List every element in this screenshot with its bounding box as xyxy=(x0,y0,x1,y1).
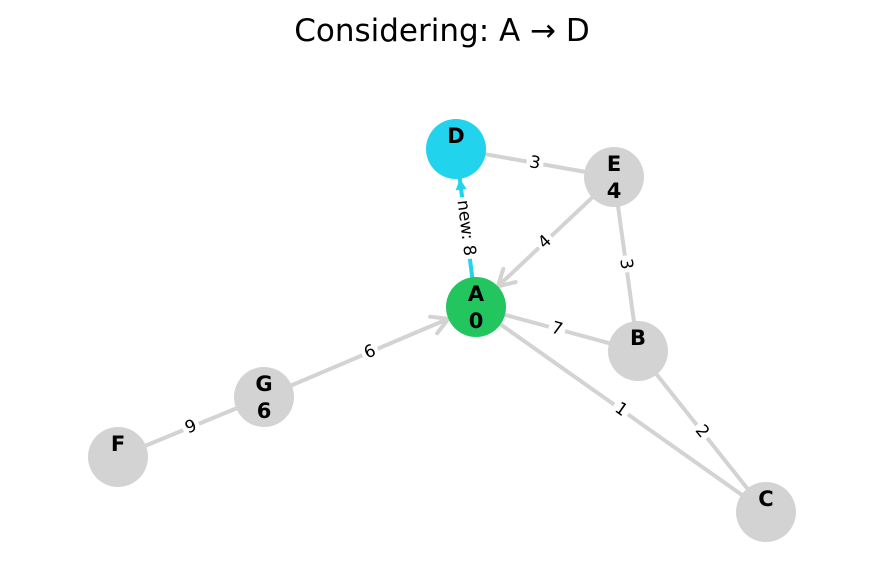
edge-label-e-d: 3 xyxy=(524,150,546,176)
edge-weight-e-b: 3 xyxy=(615,257,636,270)
edge-label-b-c: 2 xyxy=(688,418,716,445)
node-name: D xyxy=(447,124,464,148)
node-circle xyxy=(608,321,668,381)
node-b: B xyxy=(608,321,668,381)
node-distance: 0 xyxy=(469,309,484,333)
edge-label-e-a: 4 xyxy=(531,228,559,256)
edge-label-a-d: new: 8 xyxy=(451,195,481,261)
edge-label-background xyxy=(613,254,639,274)
edge-label-g-a: 6 xyxy=(357,338,383,366)
edge-label-background xyxy=(545,316,569,342)
node-d: D xyxy=(426,119,486,179)
edge-label-a-b: 7 xyxy=(545,316,569,342)
node-name: F xyxy=(111,432,125,456)
node-distance: 6 xyxy=(257,399,272,423)
node-g: G6 xyxy=(234,367,294,427)
node-name: A xyxy=(468,282,485,306)
node-e: E4 xyxy=(584,147,644,207)
edge-arrowhead-a-d xyxy=(455,178,467,191)
node-f: F xyxy=(88,427,148,487)
edge-label-background xyxy=(531,228,559,256)
node-name: C xyxy=(758,487,773,511)
node-name: B xyxy=(630,326,646,350)
edge-label-background xyxy=(524,150,546,176)
edge-label-background xyxy=(451,195,481,261)
node-a: A0 xyxy=(446,277,506,337)
node-name: E xyxy=(607,152,621,176)
edge-weight-a-b: 7 xyxy=(549,318,565,340)
edge-label-a-c: 1 xyxy=(607,395,635,424)
node-circle xyxy=(88,427,148,487)
node-circle xyxy=(234,367,294,427)
node-distance: 4 xyxy=(607,179,622,203)
node-circle xyxy=(446,277,506,337)
edge-weight-e-d: 3 xyxy=(528,152,542,174)
edge-label-background xyxy=(357,338,383,366)
diagram-title: Considering: A → D xyxy=(294,13,590,49)
node-name: G xyxy=(255,372,272,396)
node-circle xyxy=(426,119,486,179)
edge-arrowhead-g-a xyxy=(428,314,451,336)
edge-weight-a-d: new: 8 xyxy=(453,199,480,257)
edge-label-f-g: 9 xyxy=(179,413,203,441)
edge-label-e-b: 3 xyxy=(613,254,639,274)
edge-label-background xyxy=(179,413,203,441)
edges-layer xyxy=(116,147,768,514)
node-circle xyxy=(736,482,796,542)
node-circle xyxy=(584,147,644,207)
node-c: C xyxy=(736,482,796,542)
edge-label-background xyxy=(607,395,635,424)
edge-label-background xyxy=(688,418,716,445)
